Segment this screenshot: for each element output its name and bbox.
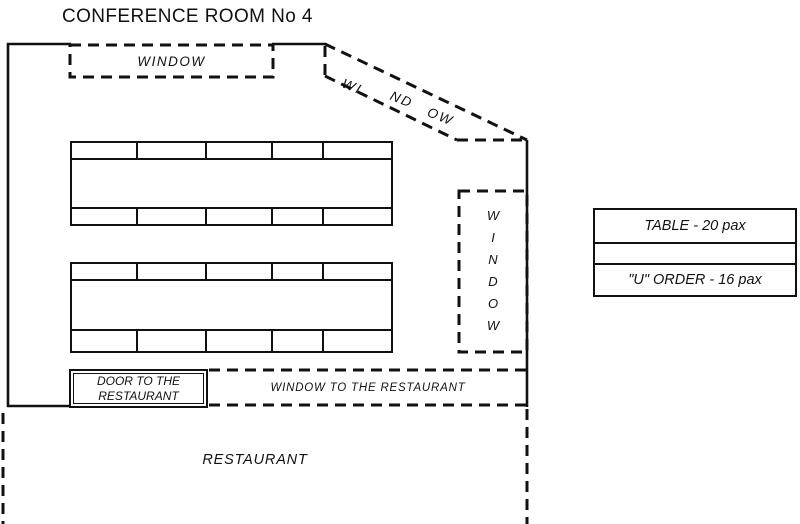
table-outline bbox=[70, 262, 393, 353]
door-label-line1: DOOR TO THE bbox=[96, 373, 181, 388]
window-lines bbox=[1, 42, 529, 524]
diagonal-window-bottom-edge bbox=[324, 74, 458, 142]
legend-u-order-row: "U" ORDER - 16 pax bbox=[628, 272, 762, 288]
right-window-letter: W bbox=[486, 208, 500, 223]
right-window-letter: N bbox=[488, 252, 498, 267]
page-title: CONFERENCE ROOM No 4 bbox=[62, 6, 313, 27]
table-1 bbox=[70, 141, 393, 226]
right-window-letter: D bbox=[488, 274, 498, 289]
right-window-letter: I bbox=[491, 230, 495, 245]
legend-table-row: TABLE - 20 pax bbox=[644, 218, 746, 234]
right-window-outline bbox=[457, 189, 529, 354]
top-window-outline bbox=[68, 43, 275, 79]
restaurant-area-label: RESTAURANT bbox=[202, 452, 308, 468]
top-window-label: WINDOW bbox=[137, 53, 206, 69]
legend-box: TABLE - 20 pax "U" ORDER - 16 pax bbox=[593, 208, 797, 297]
right-window-letter: O bbox=[487, 296, 499, 311]
diagonal-window-top-edge bbox=[324, 42, 528, 142]
legend-spacer-row bbox=[595, 242, 795, 265]
restaurant-window-label: WINDOW TO THE RESTAURANT bbox=[270, 381, 466, 394]
right-window-label: W I N D O W bbox=[459, 205, 527, 337]
door-to-restaurant: DOOR TO THE RESTAURANT bbox=[69, 369, 208, 408]
door-label: DOOR TO THE RESTAURANT bbox=[73, 373, 204, 404]
table-outline bbox=[70, 141, 393, 226]
door-label-line2: RESTAURANT bbox=[98, 388, 179, 403]
right-window-letter: W bbox=[486, 318, 500, 333]
table-2 bbox=[70, 262, 393, 353]
